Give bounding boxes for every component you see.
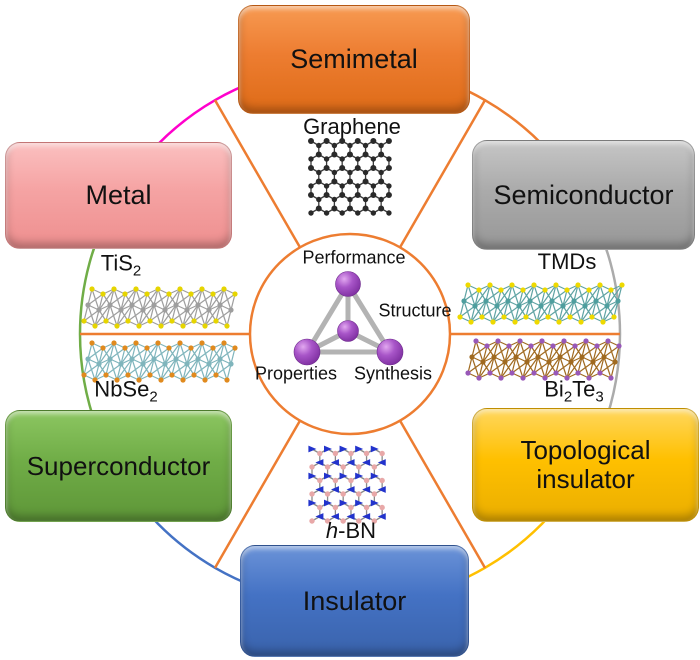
category-box-insulator: Insulator — [240, 545, 469, 657]
category-label-insulator: Insulator — [302, 585, 407, 616]
bi2te3-formula-sub1: 2 — [563, 388, 573, 406]
wheel-spokes — [80, 99, 620, 569]
tetrahedron-label-properties: Properties — [254, 363, 338, 384]
bi2te3-formula-part1: Bi — [544, 376, 564, 402]
tetrahedron-sphere-left — [293, 338, 321, 366]
material-label-nbse2: NbSe2 — [94, 376, 157, 405]
category-label-semiconductor: Semiconductor — [493, 179, 674, 210]
hbn-structure — [308, 445, 386, 524]
tis2-structure — [81, 286, 238, 329]
graphene-structure — [308, 138, 392, 216]
tetrahedron-sphere-right — [376, 338, 404, 366]
category-box-metal: Metal — [5, 142, 232, 249]
tetrahedron-sphere-hub — [337, 320, 359, 342]
category-box-superconductor: Superconductor — [5, 410, 232, 522]
tis2-formula-subscript: 2 — [132, 262, 142, 280]
nbse2-structure — [81, 340, 238, 383]
tetrahedron-model — [293, 271, 404, 366]
tmds-structure — [457, 282, 625, 325]
material-label-hbn: h-BN — [326, 518, 376, 544]
category-box-semiconductor: Semiconductor — [472, 140, 695, 250]
material-label-tmds: TMDs — [537, 249, 597, 274]
category-label-semimetal: Semimetal — [290, 44, 418, 74]
category-label-topological-insulator: Topological insulator — [520, 434, 651, 494]
nbse2-formula-base: NbSe — [94, 376, 150, 402]
category-box-topological-insulator: Topological insulator — [472, 408, 699, 522]
material-label-tis2: TiS2 — [101, 250, 142, 279]
hbn-italic-h: h — [325, 518, 339, 543]
category-box-semimetal: Semimetal — [238, 5, 470, 114]
category-label-metal: Metal — [85, 180, 152, 210]
tetrahedron-label-structure: Structure — [378, 300, 452, 321]
tetrahedron-sphere-top — [335, 271, 361, 297]
tetrahedron-label-synthesis: Synthesis — [353, 363, 433, 384]
bi2te3-formula-part2: Te — [572, 376, 596, 402]
bi2te3-formula-sub2: 3 — [595, 388, 604, 406]
tetrahedron-label-performance: Performance — [302, 247, 406, 268]
category-label-superconductor: Superconductor — [26, 450, 211, 481]
nbse2-formula-subscript: 2 — [149, 388, 158, 406]
tis2-formula-base: TiS — [100, 250, 133, 276]
material-label-graphene: Graphene — [303, 114, 401, 139]
material-label-bi2te3: Bi2Te3 — [544, 376, 604, 405]
hbn-rest: -BN — [338, 518, 377, 543]
bi2te3-structure — [465, 338, 622, 381]
